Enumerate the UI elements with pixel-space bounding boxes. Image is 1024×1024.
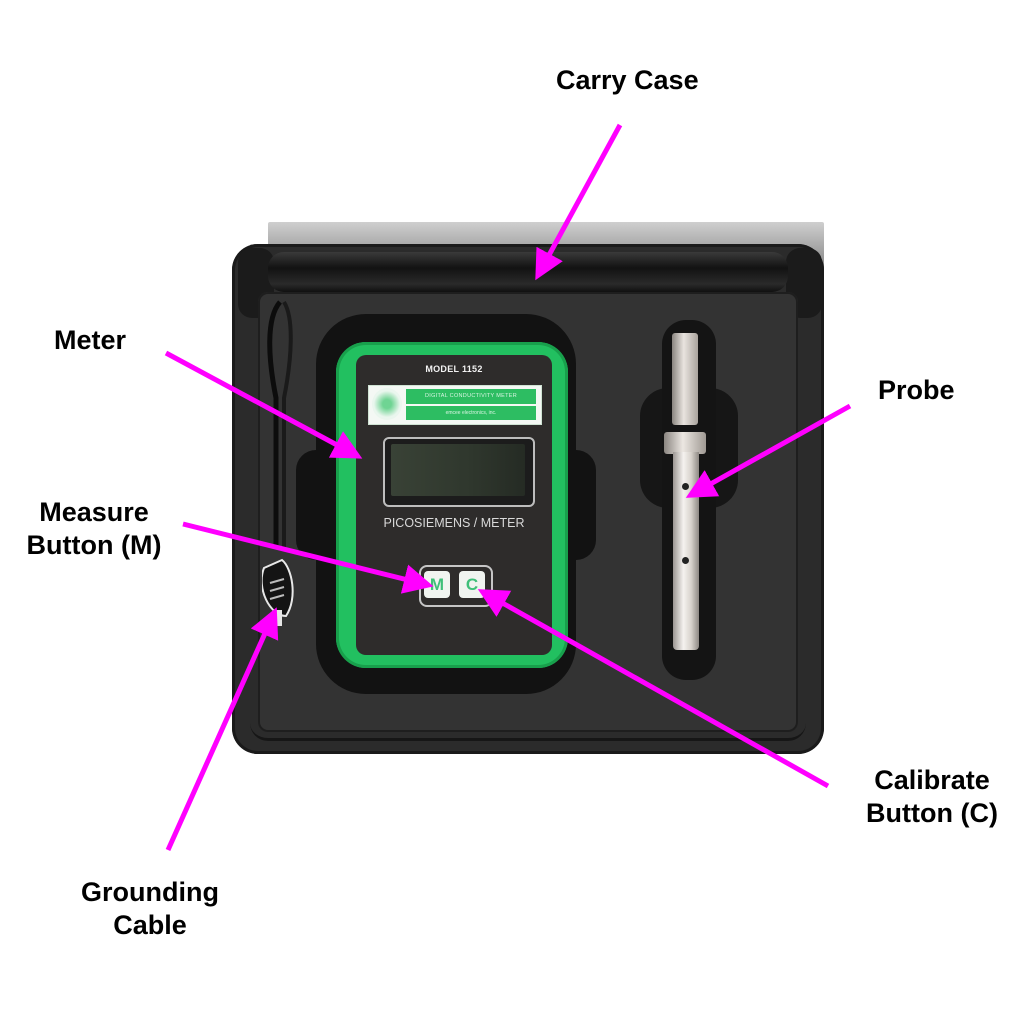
label-grounding-line1: Grounding bbox=[81, 877, 219, 907]
grounding-cable-icon bbox=[262, 300, 294, 626]
brand-logo-icon bbox=[372, 388, 402, 420]
label-measure-line1: Measure bbox=[39, 497, 149, 527]
label-calibrate-line2: Button (C) bbox=[866, 797, 998, 828]
probe-vent-hole bbox=[682, 557, 689, 564]
lcd-display bbox=[391, 444, 525, 496]
probe-nut bbox=[664, 432, 706, 454]
label-calibrate-button: Calibrate Button (C) bbox=[846, 764, 1018, 830]
model-number: MODEL 1152 bbox=[425, 364, 483, 374]
label-meter: Meter bbox=[54, 325, 127, 355]
label-probe: Probe bbox=[878, 375, 955, 405]
label-grounding-line2: Cable bbox=[113, 909, 187, 940]
label-carry-case: Carry Case bbox=[556, 65, 699, 95]
units-label: PICOSIEMENS / METER bbox=[383, 516, 525, 530]
label-measure-button: Measure Button (M) bbox=[8, 496, 180, 562]
label-grounding-cable: Grounding Cable bbox=[62, 876, 238, 942]
label-measure-line2: Button (M) bbox=[26, 529, 162, 560]
measure-button[interactable]: M bbox=[424, 571, 450, 598]
calibrate-button[interactable]: C bbox=[459, 571, 485, 598]
case-tray-lip bbox=[250, 698, 806, 741]
probe-bnc-connector bbox=[672, 333, 698, 425]
probe-tube bbox=[673, 452, 699, 650]
case-hinge bbox=[268, 252, 788, 292]
probe-vent-hole bbox=[682, 483, 689, 490]
manufacturer-text: emcee electronics, inc. bbox=[406, 406, 536, 420]
product-name-text: DIGITAL CONDUCTIVITY METER bbox=[406, 389, 536, 404]
label-calibrate-line1: Calibrate bbox=[874, 765, 990, 795]
